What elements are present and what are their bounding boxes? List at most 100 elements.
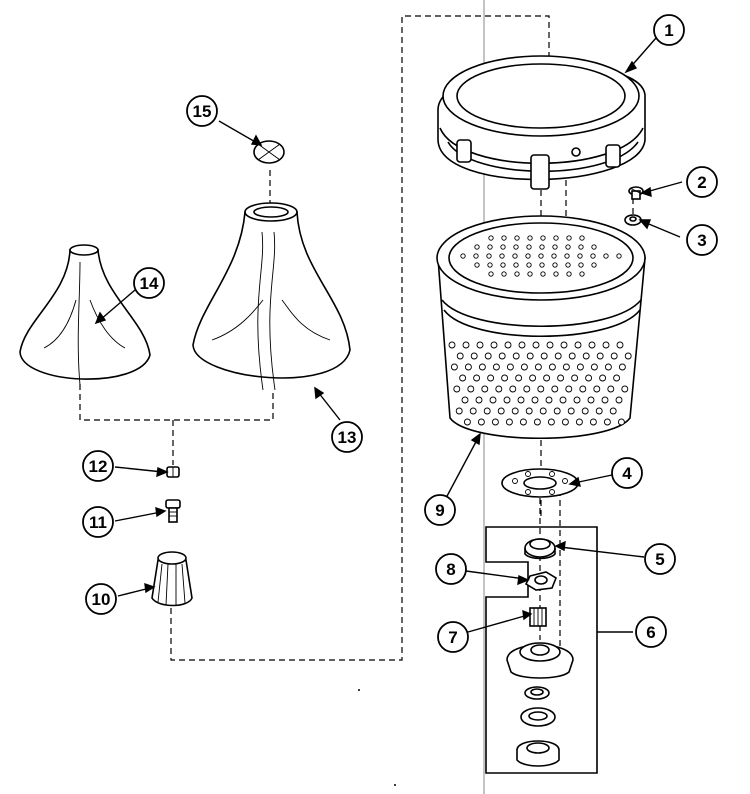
basket-hole — [470, 352, 478, 360]
callout-9[interactable]: 9 — [424, 494, 456, 526]
basket-hole — [529, 374, 537, 382]
basket-hole — [506, 363, 514, 371]
basket-hole — [505, 418, 513, 426]
basket-hole — [501, 374, 509, 382]
basket-hole — [618, 363, 626, 371]
basket-hole — [557, 374, 565, 382]
basket-hole — [578, 244, 584, 250]
callout-label: 11 — [89, 513, 107, 532]
basket-hole — [518, 341, 526, 349]
basket-hole — [520, 363, 528, 371]
callout-2[interactable]: 2 — [686, 166, 718, 198]
basket-hole — [473, 374, 481, 382]
basket-hole — [453, 385, 461, 393]
basket-hole — [463, 418, 471, 426]
basket-hole — [448, 341, 456, 349]
basket-hole — [565, 244, 571, 250]
agitator-nut-part — [166, 466, 180, 478]
basket-hole — [553, 271, 559, 277]
basket-hole — [539, 244, 545, 250]
spin-tube-hub-part — [506, 642, 574, 767]
callout-label: 2 — [697, 173, 706, 192]
basket-hole — [561, 418, 569, 426]
basket-hole — [616, 253, 622, 259]
basket-hole — [455, 407, 463, 415]
agitator-dual-action-part — [192, 202, 351, 391]
basket-hole — [545, 396, 553, 404]
speck — [394, 784, 396, 786]
basket-hole — [546, 341, 554, 349]
basket-hole — [553, 235, 559, 241]
basket-hole — [488, 271, 494, 277]
basket-hole — [534, 363, 542, 371]
basket-hole — [460, 253, 466, 259]
callout-5[interactable]: 5 — [644, 543, 676, 575]
callout-label: 14 — [140, 274, 159, 293]
basket-hole — [526, 352, 534, 360]
basket-hole — [478, 363, 486, 371]
basket-hole — [495, 385, 503, 393]
basket-hole — [579, 271, 585, 277]
basket-hole — [469, 407, 477, 415]
callout-6[interactable]: 6 — [635, 616, 667, 648]
basket-hole — [566, 271, 572, 277]
wash-basket-part — [436, 215, 646, 439]
basket-hole — [539, 262, 545, 268]
basket-hole — [519, 418, 527, 426]
basket-hole — [624, 352, 632, 360]
basket-hole — [514, 235, 520, 241]
basket-hole — [543, 374, 551, 382]
basket-hole — [565, 385, 573, 393]
basket-hole — [599, 374, 607, 382]
basket-hole — [461, 396, 469, 404]
basket-hole — [540, 352, 548, 360]
basket-hole — [576, 363, 584, 371]
basket-hole — [616, 341, 624, 349]
basket-hole — [492, 363, 500, 371]
basket-hole — [603, 253, 609, 259]
callout-15[interactable]: 15 — [186, 95, 218, 127]
basket-hole — [473, 253, 479, 259]
basket-hole — [551, 253, 557, 259]
agitator-cap-part — [253, 140, 285, 164]
callout-7[interactable]: 7 — [437, 621, 469, 653]
callout-label: 3 — [697, 231, 706, 250]
basket-hole — [578, 262, 584, 268]
basket-hole — [467, 385, 475, 393]
callout-11[interactable]: 11 — [82, 506, 114, 538]
basket-hole — [538, 253, 544, 259]
callout-label: 7 — [448, 628, 457, 647]
basket-hole — [497, 407, 505, 415]
basket-hole — [532, 341, 540, 349]
basket-hole — [537, 385, 545, 393]
bearing-part — [529, 607, 547, 627]
basket-hole — [590, 253, 596, 259]
basket-hole — [574, 341, 582, 349]
callout-13[interactable]: 13 — [331, 421, 363, 453]
basket-hole — [509, 385, 517, 393]
basket-hole — [514, 271, 520, 277]
speck — [358, 689, 360, 691]
callout-1[interactable]: 1 — [653, 14, 685, 46]
agitator-base-part — [151, 551, 193, 607]
basket-hole — [554, 352, 562, 360]
basket-hole — [571, 374, 579, 382]
callout-8[interactable]: 8 — [435, 553, 467, 585]
basket-hole — [579, 385, 587, 393]
callout-10[interactable]: 10 — [85, 583, 117, 615]
washer-part — [624, 214, 642, 226]
callout-12[interactable]: 12 — [82, 450, 114, 482]
callout-4[interactable]: 4 — [611, 457, 643, 489]
basket-hole — [498, 352, 506, 360]
basket-hole — [588, 341, 596, 349]
basket-hole — [499, 253, 505, 259]
agitator-bolt-part — [165, 499, 181, 523]
basket-hole — [525, 253, 531, 259]
basket-hole — [504, 341, 512, 349]
basket-hole — [575, 418, 583, 426]
callout-14[interactable]: 14 — [133, 267, 165, 299]
callout-3[interactable]: 3 — [686, 224, 718, 256]
basket-hole — [531, 396, 539, 404]
basket-hole — [487, 374, 495, 382]
